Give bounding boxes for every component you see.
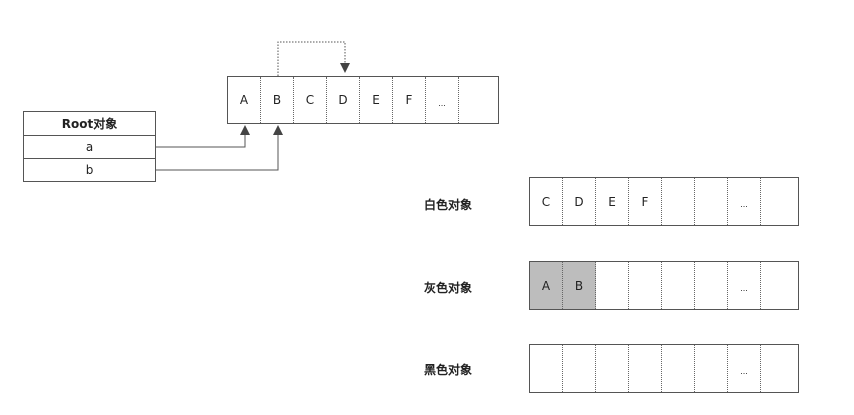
- white-objects-label: 白色对象: [424, 198, 473, 212]
- white-objects-array: C D E F ...: [529, 177, 799, 226]
- gray-row-cell: [662, 262, 695, 309]
- heap-objects-array: A B C D E F ...: [227, 76, 499, 124]
- black-cell: [695, 345, 728, 392]
- b-to-d-reference: [277, 41, 346, 76]
- black-cell: [563, 345, 596, 392]
- heap-cell: D: [327, 77, 360, 123]
- black-cell: [662, 345, 695, 392]
- gray-row-cell: [695, 262, 728, 309]
- gray-row-cell: [761, 262, 798, 309]
- b-to-B-arrowhead: [273, 125, 283, 135]
- white-cell: [761, 178, 798, 225]
- root-object-box: Root对象 a b: [23, 111, 156, 182]
- black-objects-label: 黑色对象: [424, 363, 473, 377]
- a-to-A-arrow: [156, 132, 246, 148]
- white-cell-ellipsis: ...: [728, 178, 761, 225]
- heap-cell: A: [228, 77, 261, 123]
- gray-row-cell: [596, 262, 629, 309]
- gray-row-cell-ellipsis: ...: [728, 262, 761, 309]
- white-cell: E: [596, 178, 629, 225]
- black-cell-ellipsis: ...: [728, 345, 761, 392]
- root-field-b: b: [24, 158, 155, 181]
- b-to-B-arrow: [156, 132, 279, 171]
- heap-cell: F: [393, 77, 426, 123]
- heap-cell: [459, 77, 498, 123]
- white-cell: [695, 178, 728, 225]
- white-cell: [662, 178, 695, 225]
- heap-cell: E: [360, 77, 393, 123]
- gray-objects-label: 灰色对象: [424, 281, 473, 295]
- gray-cell: B: [563, 262, 596, 309]
- heap-cell: C: [294, 77, 327, 123]
- heap-cell: B: [261, 77, 294, 123]
- heap-cell-ellipsis: ...: [426, 77, 459, 123]
- white-cell: D: [563, 178, 596, 225]
- black-cell: [629, 345, 662, 392]
- root-object-title: Root对象: [61, 117, 118, 131]
- black-objects-array: ...: [529, 344, 799, 393]
- a-to-A-arrowhead: [240, 125, 250, 135]
- black-cell: [530, 345, 563, 392]
- gray-cell: A: [530, 262, 563, 309]
- black-cell: [596, 345, 629, 392]
- white-cell: C: [530, 178, 563, 225]
- b-to-d-arrowhead: [340, 63, 350, 73]
- white-cell: F: [629, 178, 662, 225]
- black-cell: [761, 345, 798, 392]
- gray-row-cell: [629, 262, 662, 309]
- root-field-a: a: [24, 135, 155, 158]
- gray-objects-array: A B ...: [529, 261, 799, 310]
